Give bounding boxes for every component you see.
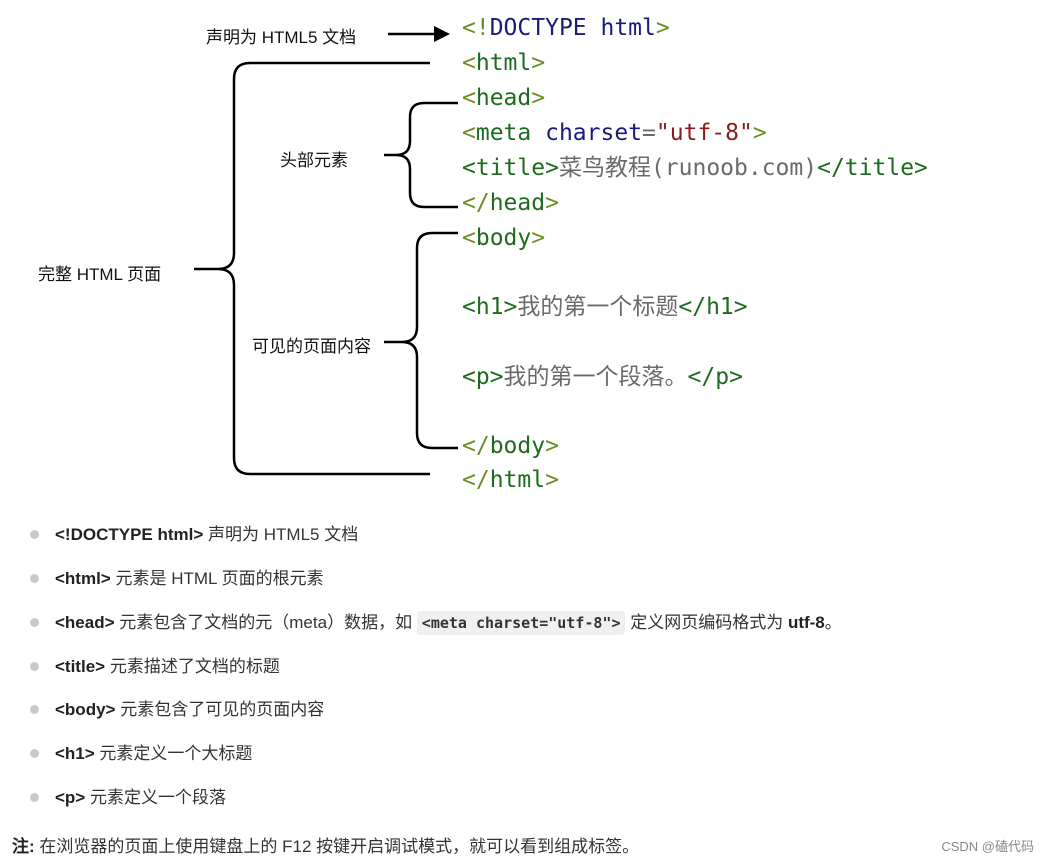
code-bracket: > bbox=[545, 190, 559, 216]
code-tag-name: html bbox=[475, 50, 532, 76]
code-string: "utf-8" bbox=[655, 120, 753, 146]
note: 注: 在浏览器的页面上使用键盘上的 F12 按键开启调试模式，就可以看到组成标签… bbox=[12, 832, 639, 857]
list-item-keyword: <title> bbox=[55, 657, 106, 676]
code-doctype: DOCTYPE html bbox=[489, 15, 656, 41]
code-line-title: <title>菜鸟教程(runoob.com)</title> bbox=[462, 154, 928, 182]
html-structure-diagram: 声明为 HTML5 文档 完整 HTML 页面 头部元素 可见的页面内容 <!D… bbox=[38, 14, 928, 494]
code-title-text: 菜鸟教程(runoob.com) bbox=[558, 155, 818, 181]
code-bracket: </ bbox=[462, 433, 490, 459]
code-tag-name: head bbox=[489, 190, 546, 216]
code-tag-name: head bbox=[475, 85, 532, 111]
list-item-keyword: <h1> bbox=[55, 744, 95, 763]
list-item-keyword: <html> bbox=[55, 569, 111, 588]
code-line-body-open: <body> bbox=[462, 224, 545, 252]
bullet-dot bbox=[30, 705, 39, 715]
code-h1-open: <h1> bbox=[462, 294, 518, 320]
visible-content-label: 可见的页面内容 bbox=[252, 337, 371, 356]
code-bracket: </ bbox=[462, 190, 490, 216]
code-bracket: </ bbox=[462, 467, 490, 493]
code-p-open: <p> bbox=[462, 364, 504, 390]
code-bracket: > bbox=[545, 467, 559, 493]
code-h1-close: </h1> bbox=[678, 294, 748, 320]
head-bracket bbox=[384, 101, 458, 209]
list-item-text: 元素描述了文档的标题 bbox=[105, 657, 280, 676]
list-item-keyword: <!DOCTYPE html> bbox=[55, 525, 204, 544]
list-item: <p> 元素定义一个段落 bbox=[30, 783, 226, 813]
code-bracket: > bbox=[531, 85, 546, 111]
code-bracket: <! bbox=[462, 15, 490, 41]
watermark: CSDN @磕代码 bbox=[941, 839, 1034, 854]
list-item-text: 元素包含了文档的元（meta）数据，如 bbox=[114, 613, 417, 632]
code-p-text: 我的第一个段落。 bbox=[503, 364, 688, 390]
code-bracket: > bbox=[531, 225, 546, 251]
list-item-keyword: <head> bbox=[55, 613, 115, 632]
code-line-head-open: <head> bbox=[462, 84, 545, 112]
note-label: 注: bbox=[12, 837, 35, 856]
list-item: <head> 元素包含了文档的元（meta）数据，如 <meta charset… bbox=[30, 608, 842, 638]
code-line-h1: <h1>我的第一个标题</h1> bbox=[462, 293, 748, 321]
list-item-text: 。 bbox=[824, 613, 842, 632]
code-bracket: > bbox=[655, 15, 670, 41]
code-bracket: > bbox=[545, 433, 559, 459]
code-tag-name: body bbox=[475, 225, 532, 251]
code-line-html-open: <html> bbox=[462, 49, 545, 77]
bullet-dot bbox=[30, 793, 39, 803]
code-p-close: </p> bbox=[687, 364, 743, 390]
code-bracket: < bbox=[462, 85, 476, 111]
full-page-bracket bbox=[194, 61, 430, 476]
code-line-html-close: </html> bbox=[462, 466, 559, 494]
code-bracket: > bbox=[752, 120, 767, 146]
list-item-text: 元素定义一个大标题 bbox=[94, 744, 253, 763]
code-eq: = bbox=[642, 120, 656, 146]
list-item: <title> 元素描述了文档的标题 bbox=[30, 652, 280, 682]
code-tag-name: meta bbox=[475, 120, 532, 146]
inline-code: <meta charset="utf-8"> bbox=[416, 611, 626, 635]
list-item-keyword: utf-8 bbox=[787, 613, 825, 632]
code-attr: charset bbox=[545, 120, 643, 146]
list-item-text: 元素定义一个段落 bbox=[85, 788, 226, 807]
code-line-p: <p>我的第一个段落。</p> bbox=[462, 363, 743, 391]
doctype-arrow-head bbox=[434, 26, 450, 42]
note-text: 在浏览器的页面上使用键盘上的 F12 按键开启调试模式，就可以看到组成标签。 bbox=[34, 837, 640, 856]
list-item: <!DOCTYPE html> 声明为 HTML5 文档 bbox=[30, 520, 358, 550]
code-tag-name: html bbox=[489, 467, 546, 493]
code-title-open: <title> bbox=[462, 155, 559, 181]
doctype-label: 声明为 HTML5 文档 bbox=[206, 28, 357, 47]
list-item-text: 元素是 HTML 页面的根元素 bbox=[110, 569, 324, 588]
list-item-text: 定义网页编码格式为 bbox=[625, 613, 788, 632]
list-item: <html> 元素是 HTML 页面的根元素 bbox=[30, 564, 324, 594]
bullet-dot bbox=[30, 618, 39, 628]
list-item-keyword: <body> bbox=[55, 700, 116, 719]
code-title-close: </title> bbox=[817, 155, 928, 181]
code-line-body-close: </body> bbox=[462, 432, 559, 460]
body-bracket bbox=[384, 231, 458, 450]
code-line-meta: <meta charset="utf-8"> bbox=[462, 119, 767, 147]
bullet-dot bbox=[30, 530, 39, 540]
code-line-doctype: <!DOCTYPE html> bbox=[462, 14, 670, 42]
full-page-label: 完整 HTML 页面 bbox=[38, 265, 162, 284]
code-bracket: < bbox=[462, 50, 476, 76]
code-bracket: < bbox=[462, 120, 476, 146]
head-elements-label: 头部元素 bbox=[280, 151, 348, 170]
list-item-text: 元素包含了可见的页面内容 bbox=[115, 700, 325, 719]
list-item-keyword: <p> bbox=[55, 788, 86, 807]
code-bracket: < bbox=[462, 225, 476, 251]
code-h1-text: 我的第一个标题 bbox=[517, 294, 679, 320]
code-line-head-close: </head> bbox=[462, 189, 559, 217]
bullet-dot bbox=[30, 574, 39, 584]
list-item-text: 声明为 HTML5 文档 bbox=[203, 525, 359, 544]
code-bracket: > bbox=[531, 50, 546, 76]
bracket-lines bbox=[194, 26, 458, 476]
code-tag-name: body bbox=[489, 433, 546, 459]
list-item: <h1> 元素定义一个大标题 bbox=[30, 739, 252, 769]
list-item: <body> 元素包含了可见的页面内容 bbox=[30, 695, 324, 725]
bullet-dot bbox=[30, 662, 39, 672]
bullet-dot bbox=[30, 749, 39, 759]
